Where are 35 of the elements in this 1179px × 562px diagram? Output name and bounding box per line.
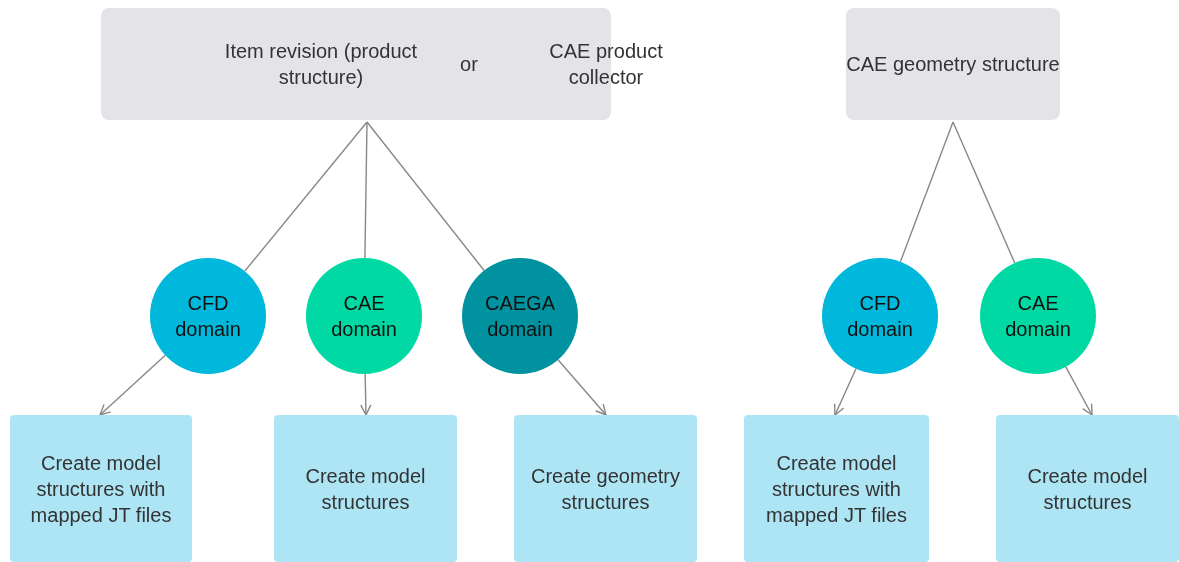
- node-label: Create model structures: [1026, 463, 1149, 515]
- arrow: [1065, 366, 1093, 416]
- process-box: [996, 415, 1179, 562]
- node-label: CAE domain: [1004, 291, 1072, 342]
- node-label: CFD domain: [846, 291, 914, 342]
- process-box: [274, 415, 457, 562]
- domain-circle: [306, 258, 422, 374]
- connector-line: [899, 121, 954, 263]
- domain-circle: [980, 258, 1096, 374]
- node-label: Item revision (product structure): [223, 39, 419, 90]
- connector-line: [952, 121, 1016, 264]
- node-label: CAE product collector: [548, 39, 664, 90]
- process-box: [10, 415, 192, 562]
- connector-line: [366, 121, 485, 272]
- arrow: [360, 373, 372, 416]
- domain-circle: [822, 258, 938, 374]
- source-box: [846, 8, 1060, 120]
- domain-circle: [150, 258, 266, 374]
- arrow: [833, 368, 857, 416]
- node-label: CFD domain: [174, 291, 242, 342]
- node-label: or: [459, 52, 479, 77]
- node-label: Create model structures: [304, 463, 427, 515]
- node-label: CAE geometry structure: [846, 52, 1060, 77]
- domain-circle: [462, 258, 578, 374]
- process-box: [744, 415, 929, 562]
- arrow: [557, 359, 607, 416]
- node-label: CAEGA domain: [484, 291, 556, 342]
- process-box: [514, 415, 697, 562]
- node-label: Create model structures with mapped JT files: [765, 450, 908, 528]
- connector-line: [364, 121, 368, 259]
- arrow: [99, 354, 166, 416]
- node-label: Create model structures with mapped JT files: [29, 450, 173, 528]
- node-label: CAE domain: [330, 291, 398, 342]
- connector-line: [244, 121, 368, 272]
- node-label: Create geometry structures: [530, 463, 681, 515]
